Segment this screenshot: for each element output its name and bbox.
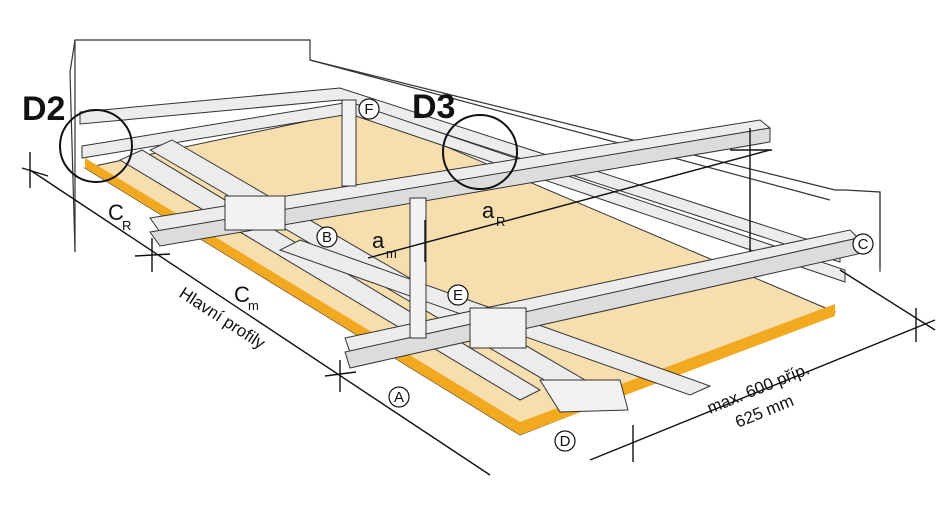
dimension-a-r-main: a bbox=[482, 198, 495, 223]
marker-e: E bbox=[447, 284, 469, 306]
marker-b-letter: B bbox=[322, 229, 332, 246]
main-profiles-label: Hlavní profily bbox=[176, 283, 269, 353]
detail-circle-d3 bbox=[442, 114, 518, 190]
marker-c: C bbox=[852, 233, 874, 255]
dimension-c-r-main: C bbox=[108, 200, 124, 225]
dimension-label-c-r: C R bbox=[108, 200, 131, 233]
dimension-label-a-m: a m bbox=[372, 228, 397, 261]
marker-d-letter: D bbox=[560, 433, 571, 450]
marker-f: F bbox=[358, 98, 380, 120]
hangers bbox=[224, 99, 629, 413]
dimension-c-m-main: C bbox=[234, 282, 250, 307]
dimension-c-m-sub: m bbox=[248, 298, 259, 313]
marker-a: A bbox=[388, 386, 410, 408]
dimension-a-m-main: a bbox=[372, 228, 385, 253]
marker-d: D bbox=[554, 430, 576, 452]
dimension-a-m-sub: m bbox=[386, 246, 397, 261]
detail-circle-d2 bbox=[59, 109, 133, 183]
marker-e-letter: E bbox=[453, 287, 463, 304]
marker-b: B bbox=[316, 226, 338, 248]
marker-f-letter: F bbox=[364, 101, 373, 118]
dimension-c-r-sub: R bbox=[122, 218, 131, 233]
detail-label-d2: D2 bbox=[22, 90, 65, 128]
marker-c-letter: C bbox=[858, 236, 869, 253]
marker-a-letter: A bbox=[394, 389, 404, 406]
room-outline bbox=[69, 39, 881, 272]
dimension-a-r-sub: R bbox=[496, 214, 505, 229]
dimension-lines bbox=[21, 128, 936, 476]
dimension-label-c-m: C m bbox=[234, 282, 259, 313]
dimension-label-a-r: a R bbox=[482, 198, 505, 229]
detail-label-d3: D3 bbox=[412, 88, 455, 126]
